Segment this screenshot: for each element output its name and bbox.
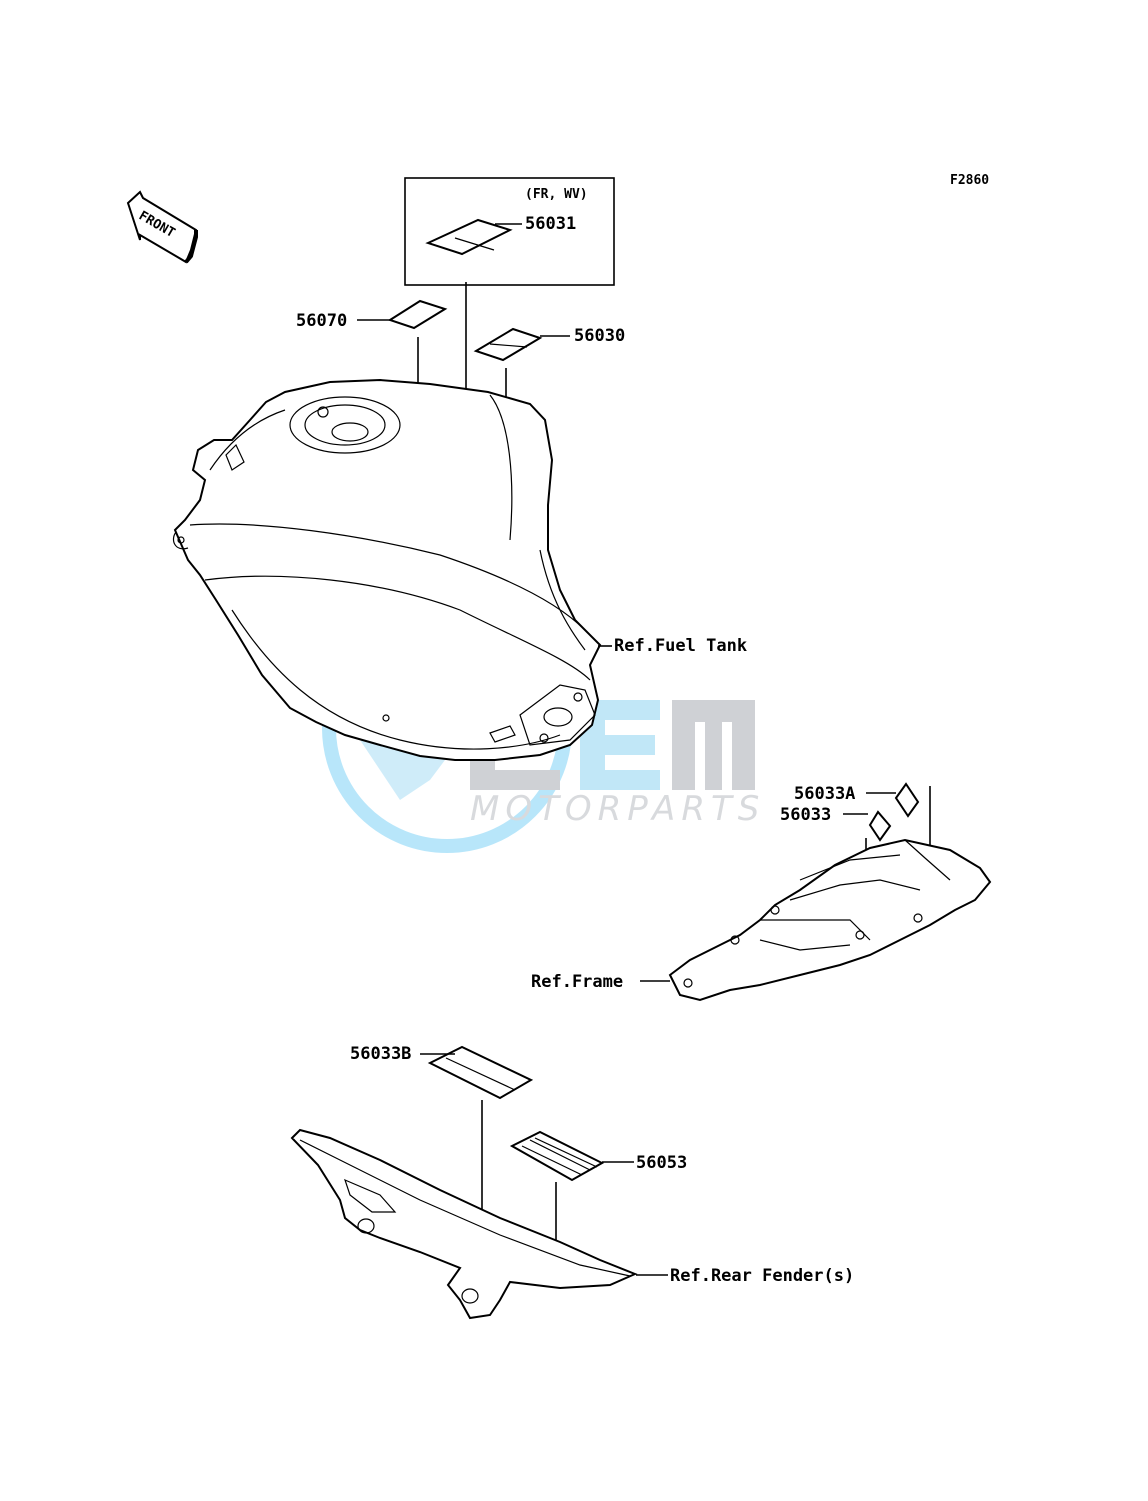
fuel-tank: Ref.Fuel Tank: [172, 378, 747, 761]
callout-56033B: 56033B: [350, 1044, 411, 1064]
watermark-subtitle: MOTORPARTS: [470, 789, 765, 829]
label-56033A: 56033A: [794, 782, 931, 870]
variant-box-label: (FR, WV): [525, 187, 588, 202]
callout-ref-frame: Ref.Frame: [531, 972, 623, 992]
callout-56031: 56031: [525, 214, 576, 234]
variant-box: [404, 177, 615, 286]
callout-56033: 56033: [780, 805, 831, 825]
label-56033B: 56033B: [350, 1044, 534, 1210]
callout-56030: 56030: [574, 326, 625, 346]
rear-fender: Ref.Rear Fender(s): [290, 1128, 854, 1320]
label-56053: 56053: [509, 1130, 687, 1240]
rear-frame: Ref.Frame: [531, 838, 992, 1002]
callout-56070: 56070: [296, 311, 347, 331]
callout-56033A: 56033A: [794, 784, 855, 804]
figure-code: F2860: [950, 173, 989, 188]
callout-ref-rear-fender: Ref.Rear Fender(s): [670, 1266, 854, 1286]
front-arrow: FRONT: [126, 190, 198, 264]
callout-56053: 56053: [636, 1153, 687, 1173]
callout-ref-fuel-tank: Ref.Fuel Tank: [614, 636, 747, 656]
watermark-letters: [470, 700, 755, 790]
